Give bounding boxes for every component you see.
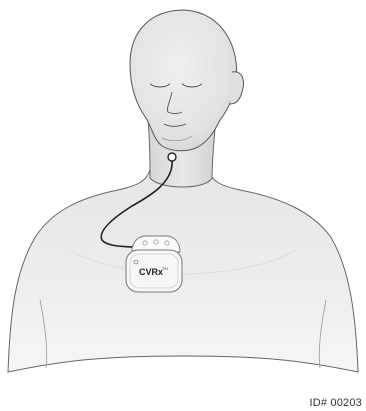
device-brand-label: CVRx (139, 267, 163, 277)
carotid-electrode (168, 153, 176, 161)
head (130, 10, 237, 151)
figure-id-label: ID# 00203 (309, 397, 362, 409)
cvrx-implant-device: CVRx TM (126, 236, 182, 292)
torso-silhouette (8, 170, 358, 372)
ear (230, 72, 244, 104)
device-trademark: TM (162, 266, 168, 271)
